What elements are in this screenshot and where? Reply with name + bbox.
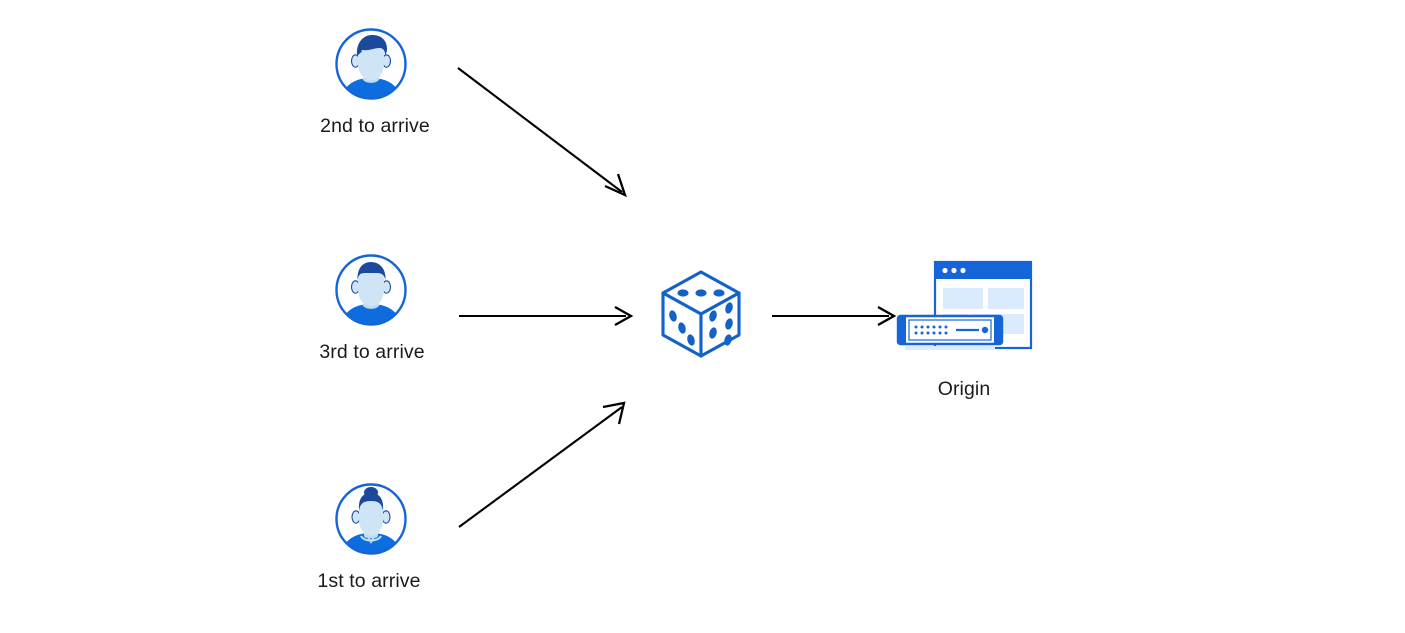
arrow-1st-to-dice — [458, 401, 626, 528]
client-label-1st: 1st to arrive — [317, 570, 421, 592]
arrow-dice-to-origin — [772, 305, 897, 327]
randomizer-node[interactable] — [655, 266, 747, 362]
client-node-2nd[interactable] — [332, 25, 410, 103]
server-appliance — [896, 314, 1004, 350]
user-avatar-icon — [335, 28, 407, 100]
origin-server-icon — [896, 260, 1033, 350]
dice-icon — [661, 270, 741, 358]
user-avatar-icon — [335, 483, 407, 555]
client-node-1st[interactable] — [332, 480, 410, 558]
client-node-3rd[interactable] — [332, 251, 410, 329]
client-label-2nd: 2nd to arrive — [320, 115, 430, 137]
arrow-2nd-to-dice — [457, 67, 627, 198]
origin-node[interactable] — [893, 256, 1038, 364]
arrow-3rd-to-dice — [459, 305, 634, 327]
origin-label: Origin — [937, 378, 991, 400]
client-label-3rd: 3rd to arrive — [319, 341, 425, 363]
user-avatar-icon — [335, 254, 407, 326]
